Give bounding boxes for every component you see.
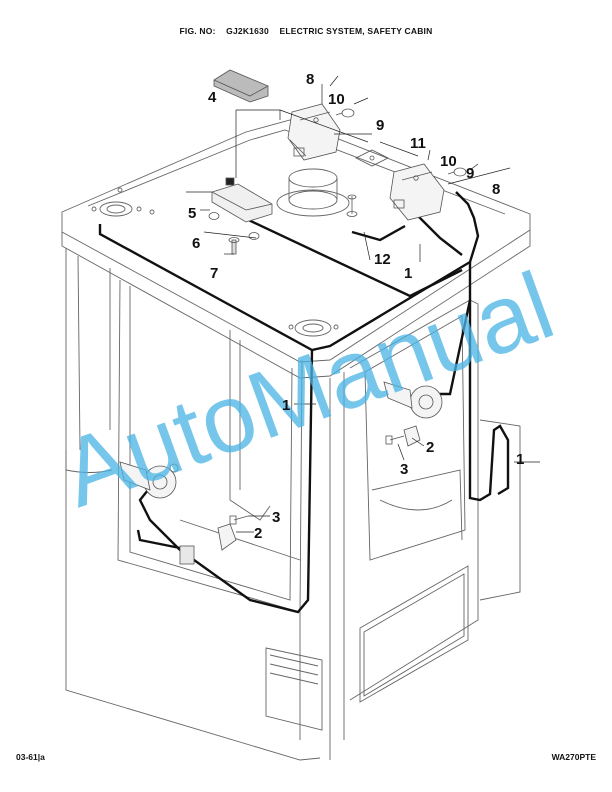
callouts: 4 8 10 9 11 10 9 8 5 6 7 12 1 1 1 2 3 3 … xyxy=(188,71,524,542)
callout-2-rear: 2 xyxy=(426,439,434,456)
bracket-part-11 xyxy=(355,149,389,167)
callout-4: 4 xyxy=(208,89,217,106)
bolt-part-3-rear xyxy=(385,435,405,445)
callout-12: 12 xyxy=(374,251,391,268)
model-code: WA270PTE xyxy=(551,752,596,762)
wiper-motor-rear xyxy=(383,381,443,419)
callout-9-top: 9 xyxy=(376,117,384,134)
bulb-part-10-lower xyxy=(447,167,467,177)
bolt-part-3-front xyxy=(229,515,249,525)
page-reference: 03-61|a xyxy=(16,752,45,762)
callout-1-roof: 1 xyxy=(404,265,412,282)
callout-8-top: 8 xyxy=(306,71,314,88)
callout-3-front: 3 xyxy=(272,509,280,526)
callout-1-rear: 1 xyxy=(516,451,524,468)
wiper-motor-front xyxy=(119,461,179,499)
bulb-part-10-upper xyxy=(335,108,355,118)
interior-light-part-4 xyxy=(213,69,269,103)
clamp-part-2-rear xyxy=(403,425,421,447)
callout-9-lower: 9 xyxy=(466,165,474,182)
dome-lamp-assembly xyxy=(208,177,273,255)
figure-header: FIG. NO: GJ2K1630 ELECTRIC SYSTEM, SAFET… xyxy=(0,26,612,36)
figure-title: ELECTRIC SYSTEM, SAFETY CABIN xyxy=(279,26,433,36)
fig-label: FIG. NO: xyxy=(179,26,216,36)
callout-6: 6 xyxy=(192,235,200,252)
callout-1-pillar: 1 xyxy=(282,397,290,414)
connector-block xyxy=(179,545,195,565)
fig-number: GJ2K1630 xyxy=(226,26,269,36)
callout-11: 11 xyxy=(410,135,426,152)
watermark: AutoManual xyxy=(49,252,567,528)
callout-2-front: 2 xyxy=(254,525,262,542)
cabin-outline xyxy=(61,119,531,761)
callout-5: 5 xyxy=(188,205,196,222)
leader-lines xyxy=(186,75,540,533)
callout-10-top: 10 xyxy=(328,91,345,108)
callout-3-rear: 3 xyxy=(400,461,408,478)
callout-10-lower: 10 xyxy=(440,153,457,170)
callout-8-lower: 8 xyxy=(492,181,500,198)
callout-7: 7 xyxy=(210,265,218,282)
screw-part-12 xyxy=(346,194,358,217)
rear-work-light-left xyxy=(287,103,341,161)
clamp-part-2-front xyxy=(217,523,237,551)
rear-work-light-right xyxy=(389,163,445,221)
